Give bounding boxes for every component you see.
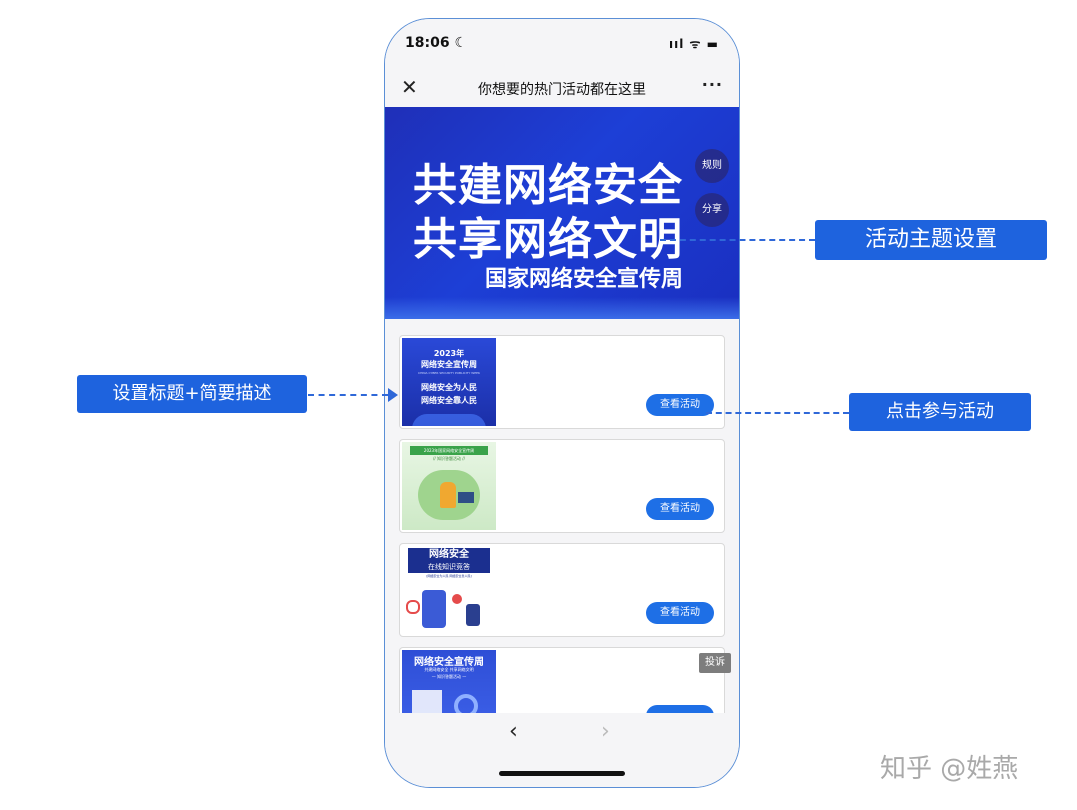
thumb-title: 2023年: [433, 349, 465, 358]
thumb-line-2: 网络安全靠人民: [421, 396, 477, 405]
thumb-note: — 知识答题活动 —: [431, 674, 467, 679]
status-time: 18:06 ☾: [405, 35, 467, 51]
arrowhead-icon: [388, 388, 398, 402]
phone-frame: 18:06 ☾ ııl ᯤ ▬ ✕ 你想要的热门活动都在这里 ··· 共建网络安…: [384, 18, 740, 788]
rules-button[interactable]: 规则: [695, 149, 729, 183]
activity-card[interactable]: 网络安全 在线知识竞答 [网络安全为人民 网络安全靠人民] 查看活动: [399, 543, 725, 637]
bottom-nav-bar: ‹ ›: [385, 713, 739, 787]
document-illustration-icon: [412, 690, 442, 716]
banner-line-1: 共建网络安全: [413, 160, 683, 211]
activity-thumbnail: 网络安全 在线知识竞答 [网络安全为人民 网络安全靠人民]: [402, 546, 496, 634]
page-title: 你想要的热门活动都在这里: [478, 82, 646, 98]
activity-card[interactable]: 网络安全宣传周 共建网络安全 共享网络文明 — 知识答题活动 —: [399, 647, 725, 717]
activity-thumbnail: 2023年 网络安全宣传周 CHINA CYBER SECURITY PUBLI…: [402, 338, 496, 426]
magnifier-icon: [406, 600, 420, 614]
status-icons: ııl ᯤ ▬: [669, 37, 719, 51]
banner-line-3: 国家网络安全宣传周: [485, 266, 684, 292]
thumb-note: [网络安全为人民 网络安全靠人民]: [426, 574, 472, 578]
activity-thumbnail: 网络安全宣传周 共建网络安全 共享网络文明 — 知识答题活动 —: [402, 650, 496, 717]
view-activity-button[interactable]: 查看活动: [646, 602, 714, 624]
phone-illustration-icon: [422, 590, 446, 628]
join-activity-callout: 点击参与活动: [849, 393, 1031, 431]
theme-banner: 共建网络安全 共享网络文明 国家网络安全宣传周 规则 分享: [385, 107, 739, 319]
join-connector-line: [706, 412, 849, 414]
banner-line-2: 共享网络文明: [413, 214, 683, 265]
laptop-icon: [458, 492, 474, 503]
thumb-title: 网络安全宣传周: [414, 657, 484, 668]
complaint-button[interactable]: 投诉: [699, 653, 731, 673]
navbar: ✕ 你想要的热门活动都在这里 ···: [385, 69, 739, 107]
watermark: 知乎 @姓燕: [880, 754, 1019, 784]
thumb-line-1: 网络安全为人民: [421, 383, 477, 392]
person-figure-icon: [466, 604, 480, 626]
thumb-decor: [412, 414, 486, 426]
person-figure-icon: [440, 482, 456, 508]
title-description-callout: 设置标题+简要描述: [77, 375, 307, 413]
close-icon[interactable]: ✕: [401, 75, 418, 99]
activity-card[interactable]: 2023年 网络安全宣传周 CHINA CYBER SECURITY PUBLI…: [399, 335, 725, 429]
home-indicator: [499, 771, 625, 776]
theme-setting-callout: 活动主题设置: [815, 220, 1047, 260]
status-bar: 18:06 ☾ ııl ᯤ ▬: [385, 19, 739, 69]
theme-connector-line: [660, 239, 815, 241]
thumb-english: CHINA CYBER SECURITY PUBLICITY WEEK: [418, 371, 480, 375]
thumb-title: 网络安全: [408, 548, 490, 562]
forward-arrow-icon[interactable]: ›: [601, 719, 610, 744]
back-arrow-icon[interactable]: ‹: [509, 719, 518, 744]
thumb-subtitle: 共建网络安全 共享网络文明: [424, 667, 474, 672]
title-connector-line: [308, 394, 388, 396]
more-icon[interactable]: ···: [701, 75, 723, 94]
thumb-title: 2023年国家网络安全宣传周: [410, 446, 488, 455]
thumb-subtitle: 在线知识竞答: [408, 562, 490, 573]
share-button[interactable]: 分享: [695, 193, 729, 227]
view-activity-button[interactable]: 查看活动: [646, 498, 714, 520]
activity-card[interactable]: 2023年国家网络安全宣传周 // 知识答题活动 // 查看活动: [399, 439, 725, 533]
thumb-subtitle: 网络安全宣传周: [421, 360, 477, 369]
decor-dot-icon: [452, 594, 462, 604]
thumb-subtitle: // 知识答题活动 //: [433, 456, 465, 461]
banner-edge-decor: [385, 297, 739, 319]
view-activity-button[interactable]: 查看活动: [646, 394, 714, 416]
activity-thumbnail: 2023年国家网络安全宣传周 // 知识答题活动 //: [402, 442, 496, 530]
